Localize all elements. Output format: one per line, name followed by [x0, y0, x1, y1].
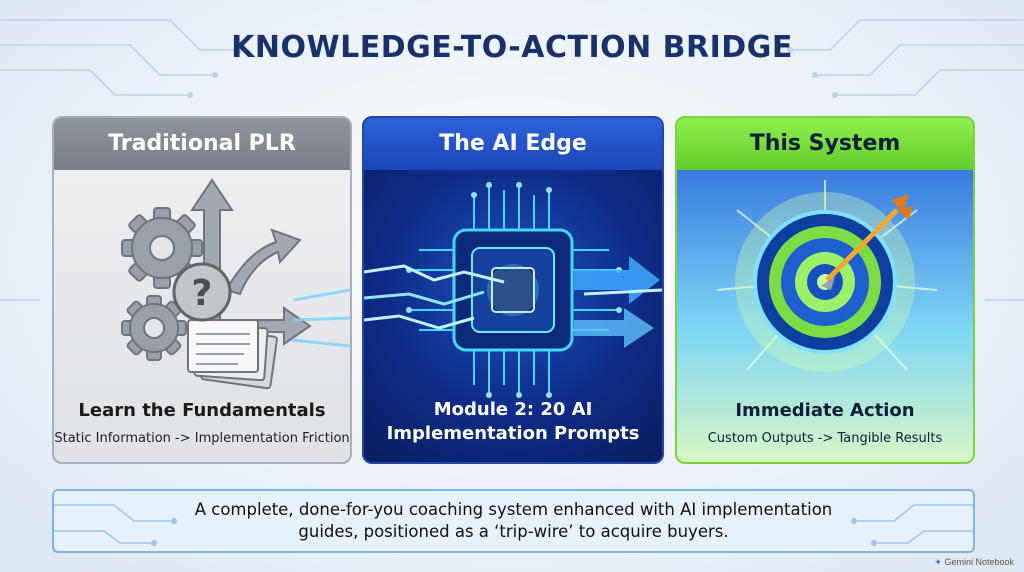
panel-caption: Static Information -> Implementation Fri…	[54, 431, 350, 446]
panel-illustration	[364, 182, 662, 398]
svg-text:?: ?	[192, 273, 213, 314]
panel-subheading: Immediate Action	[735, 400, 915, 421]
banner-text: A complete, done-for-you coaching system…	[194, 500, 833, 541]
panel-traditional-plr: Traditional PLR	[52, 116, 352, 464]
summary-banner: A complete, done-for-you coaching system…	[52, 489, 975, 553]
panel-this-system: This System	[675, 116, 975, 464]
page-title: KNOWLEDGE-TO-ACTION BRIDGE	[231, 30, 793, 65]
panel-heading: This System	[677, 118, 973, 170]
documents-icon	[187, 319, 278, 390]
panel-illustration	[716, 180, 938, 372]
panel-body: ?	[54, 170, 350, 462]
panel-heading: The AI Edge	[364, 118, 662, 170]
banner-circuit-decoration	[54, 504, 973, 546]
watermark: ✦ Gemini Notebook	[934, 557, 1014, 568]
arrow-icon	[821, 194, 913, 290]
panel-subheading: Learn the Fundamentals	[78, 400, 326, 421]
panel-subheading: Module 2: 20 AI Implementation Prompts	[364, 398, 662, 446]
panel-subheading-line2: Implementation Prompts	[386, 423, 640, 444]
gears-icon	[121, 207, 203, 361]
panel-caption: Custom Outputs -> Tangible Results	[707, 431, 943, 446]
panel-body	[677, 170, 973, 462]
question-mark-icon: ?	[172, 262, 232, 322]
panel-body	[364, 170, 662, 462]
watermark-text: Gemini Notebook	[944, 557, 1014, 567]
panel-ai-edge: The AI Edge	[362, 116, 664, 464]
panel-illustration: ?	[121, 178, 350, 390]
lightning-arrows-icon	[364, 256, 662, 348]
panel-heading: Traditional PLR	[54, 118, 350, 170]
sparkle-icon: ✦	[934, 557, 942, 567]
panel-subheading-line1: Module 2: 20 AI	[433, 399, 593, 420]
chip-icon	[452, 228, 574, 352]
